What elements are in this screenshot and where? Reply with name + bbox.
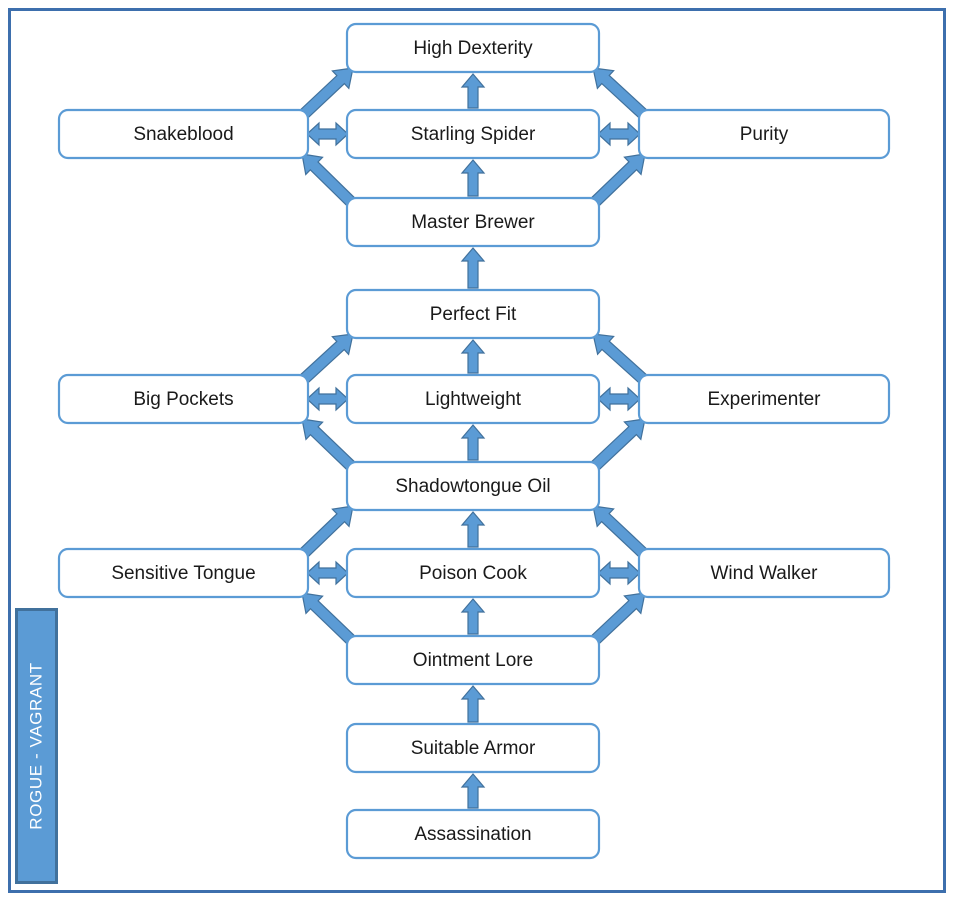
- side-tab-rogue-vagrant[interactable]: ROGUE - VAGRANT: [15, 608, 58, 884]
- node-suitable-armor[interactable]: Suitable Armor: [345, 722, 601, 774]
- connector-arrow: [460, 598, 486, 635]
- connector-arrow: [460, 773, 486, 809]
- connector-arrow: [460, 424, 486, 461]
- node-box[interactable]: [345, 722, 601, 774]
- connector-arrow: [592, 505, 648, 558]
- node-box[interactable]: [345, 108, 601, 160]
- node-label: High Dexterity: [413, 38, 533, 59]
- connector-arrow: [597, 386, 641, 412]
- connector-arrow: [460, 159, 486, 197]
- connector-arrow: [590, 153, 646, 207]
- node-label: Sensitive Tongue: [111, 563, 255, 584]
- node-box[interactable]: [637, 373, 891, 425]
- connector-arrow: [590, 418, 646, 471]
- node-ointment-lore[interactable]: Ointment Lore: [345, 634, 601, 686]
- connector-arrow: [597, 560, 641, 586]
- connector-arrow: [592, 333, 648, 384]
- node-box[interactable]: [345, 460, 601, 512]
- connector-arrow: [306, 560, 349, 586]
- node-wind-walker[interactable]: Wind Walker: [637, 547, 891, 599]
- node-label: Big Pockets: [133, 389, 233, 410]
- connector-arrow: [299, 67, 354, 119]
- node-label: Purity: [740, 124, 789, 145]
- connector-arrow: [590, 592, 646, 645]
- connector-arrow: [592, 67, 648, 119]
- connector-arrow: [460, 511, 486, 548]
- node-snakeblood[interactable]: Snakeblood: [57, 108, 310, 160]
- connector-arrow: [597, 121, 641, 147]
- connector-arrow: [460, 685, 486, 723]
- node-starling-spider[interactable]: Starling Spider: [345, 108, 601, 160]
- connector-arrow: [301, 592, 356, 645]
- node-lightweight[interactable]: Lightweight: [345, 373, 601, 425]
- connector-arrow: [299, 505, 354, 558]
- node-box[interactable]: [637, 108, 891, 160]
- node-label: Poison Cook: [419, 563, 527, 584]
- node-label: Wind Walker: [711, 563, 819, 584]
- connector-arrow: [301, 153, 356, 207]
- node-box[interactable]: [345, 634, 601, 686]
- connector-arrow: [306, 121, 349, 147]
- node-master-brewer[interactable]: Master Brewer: [345, 196, 601, 248]
- node-label: Experimenter: [708, 389, 822, 410]
- node-box[interactable]: [345, 196, 601, 248]
- node-box[interactable]: [57, 547, 310, 599]
- node-box[interactable]: [57, 373, 310, 425]
- arrows-layer: [299, 67, 648, 809]
- node-box[interactable]: [345, 288, 601, 340]
- node-box[interactable]: [345, 22, 601, 74]
- node-box[interactable]: [345, 547, 601, 599]
- node-box[interactable]: [345, 373, 601, 425]
- node-box[interactable]: [637, 547, 891, 599]
- node-box[interactable]: [57, 108, 310, 160]
- node-label: Lightweight: [425, 389, 522, 410]
- node-sensitive-tongue[interactable]: Sensitive Tongue: [57, 547, 310, 599]
- node-big-pockets[interactable]: Big Pockets: [57, 373, 310, 425]
- node-label: Snakeblood: [133, 124, 233, 145]
- node-label: Suitable Armor: [411, 738, 536, 759]
- node-shadowtongue-oil[interactable]: Shadowtongue Oil: [345, 460, 601, 512]
- node-purity[interactable]: Purity: [637, 108, 891, 160]
- node-experimenter[interactable]: Experimenter: [637, 373, 891, 425]
- connector-arrow: [306, 386, 349, 412]
- node-assassination[interactable]: Assassination: [345, 808, 601, 860]
- connector-arrow: [299, 333, 354, 384]
- node-label: Assassination: [414, 824, 531, 845]
- node-box[interactable]: [345, 808, 601, 860]
- connector-arrow: [460, 73, 486, 109]
- node-poison-cook[interactable]: Poison Cook: [345, 547, 601, 599]
- connector-arrow: [460, 339, 486, 374]
- node-label: Ointment Lore: [413, 650, 533, 671]
- connector-arrow: [460, 247, 486, 289]
- node-high-dexterity[interactable]: High Dexterity: [345, 22, 601, 74]
- node-perfect-fit[interactable]: Perfect Fit: [345, 288, 601, 340]
- side-tab-label: ROGUE - VAGRANT: [26, 662, 46, 830]
- node-label: Shadowtongue Oil: [395, 476, 550, 497]
- connector-arrow: [301, 418, 356, 471]
- node-label: Perfect Fit: [430, 304, 517, 325]
- node-label: Master Brewer: [411, 212, 535, 233]
- node-label: Starling Spider: [411, 124, 536, 145]
